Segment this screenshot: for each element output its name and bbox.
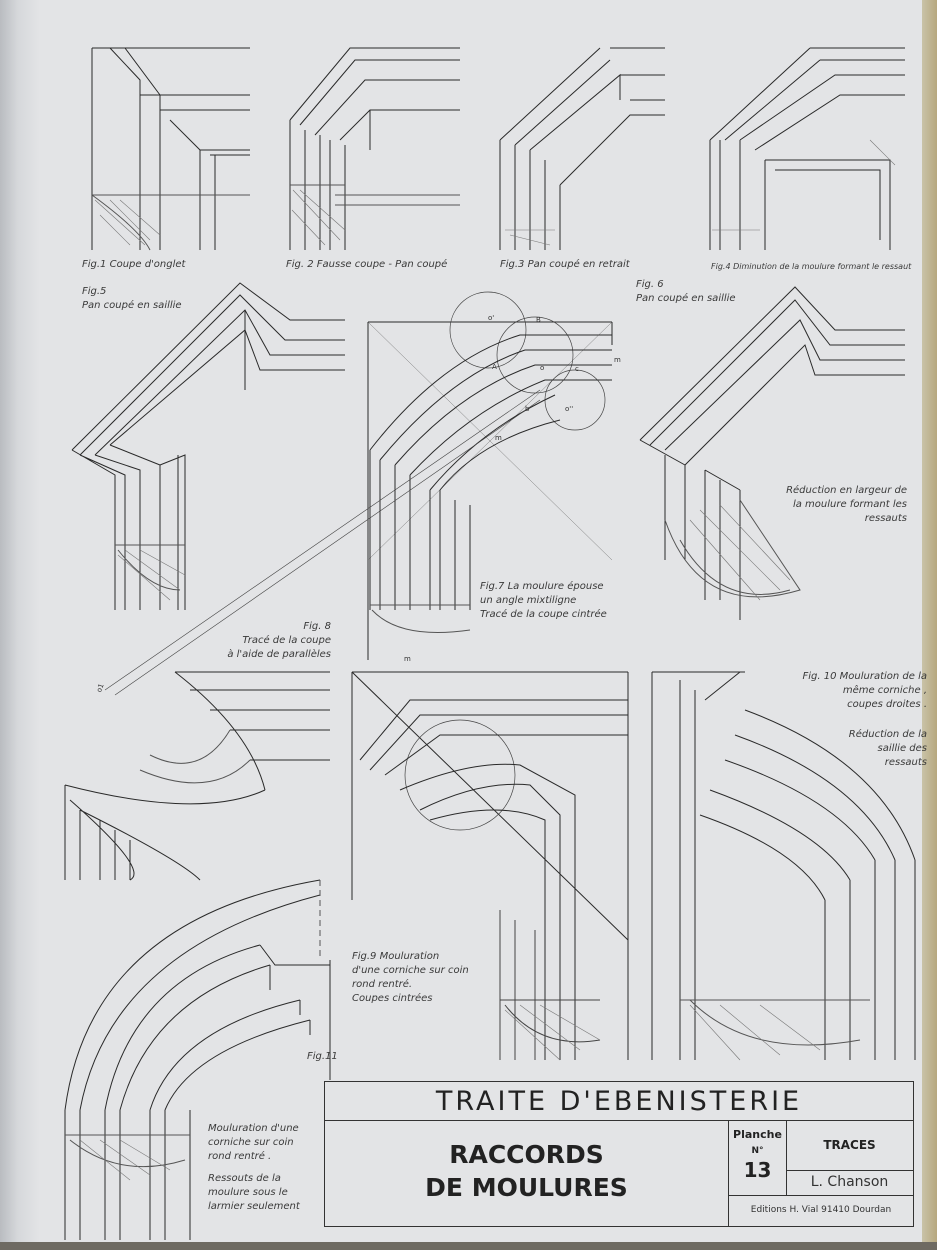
fig10-note-line: saillie des bbox=[877, 743, 928, 754]
fig11-caption: Fig.11 bbox=[307, 1051, 338, 1062]
fig6-caption: Fig. 6 Pan coupé en saillie bbox=[636, 278, 736, 306]
fig7-caption: Fig.7 La moulure épouse un angle mixtili… bbox=[480, 580, 607, 622]
fig11-note-line: Mouluration d'une bbox=[208, 1123, 299, 1134]
fig5-title: Pan coupé en saillie bbox=[82, 300, 182, 311]
fig10-line: coupes droites . bbox=[847, 699, 927, 710]
author: L. Chanson bbox=[786, 1170, 913, 1196]
fig10-note: Réduction de la saillie des ressauts bbox=[849, 728, 927, 770]
section-label: TRACES bbox=[786, 1120, 913, 1171]
plate-number-cell: Planche N° 13 bbox=[729, 1120, 787, 1196]
fig11-note-line: larmier seulement bbox=[208, 1201, 300, 1212]
fig8-line: Tracé de la coupe bbox=[242, 635, 331, 646]
plate-title: RACCORDS DE MOULURES bbox=[325, 1120, 729, 1226]
table-surface bbox=[0, 1242, 937, 1250]
fig10-note-line: ressauts bbox=[884, 757, 927, 768]
fig11-note-line: moulure sous le bbox=[208, 1187, 288, 1198]
fig7-line: un angle mixtiligne bbox=[480, 595, 577, 606]
book-gutter bbox=[0, 0, 40, 1250]
fig7-line: Tracé de la coupe cintrée bbox=[480, 609, 607, 620]
fig11-note-line: Ressouts de la bbox=[208, 1173, 281, 1184]
fig11-note: Mouluration d'une corniche sur coin rond… bbox=[208, 1122, 300, 1214]
fig7-line: Fig.7 La moulure épouse bbox=[480, 581, 604, 592]
fig9-drawing bbox=[351, 671, 629, 1061]
fig10-note-line: Réduction de la bbox=[848, 729, 927, 740]
plate-title-line2: DE MOULURES bbox=[425, 1173, 628, 1202]
plate-title-line1: RACCORDS bbox=[449, 1140, 604, 1169]
fig8-line: à l'aide de parallèles bbox=[227, 649, 331, 660]
fig3-drawing bbox=[499, 47, 665, 250]
spacer bbox=[208, 1164, 300, 1172]
title-block: TRAITE D'EBENISTERIE RACCORDS DE MOULURE… bbox=[324, 1081, 914, 1227]
fig6-title: Pan coupé en saillie bbox=[636, 293, 736, 304]
fig7-point: B bbox=[536, 316, 541, 324]
fig10-caption: Fig. 10 Mouluration de la même corniche … bbox=[803, 670, 928, 712]
page-edge bbox=[922, 0, 937, 1250]
fig6-note-line: la moulure formant les bbox=[792, 499, 907, 510]
fig9-line: Coupes cintrées bbox=[352, 993, 433, 1004]
fig11-note-line: corniche sur coin bbox=[208, 1137, 294, 1148]
fig10-drawing bbox=[651, 671, 916, 1061]
series-title: TRAITE D'EBENISTERIE bbox=[325, 1082, 913, 1121]
fig11-drawing bbox=[64, 879, 331, 1240]
publisher: Editions H. Vial 91410 Dourdan bbox=[750, 1205, 892, 1215]
fig7-point: A bbox=[492, 363, 497, 371]
fig6-note-line: ressauts bbox=[864, 513, 907, 524]
fig4-drawing bbox=[709, 47, 905, 250]
fig7-point: b bbox=[525, 405, 530, 413]
number-label: N° bbox=[751, 1146, 764, 1156]
fig7-point: m bbox=[495, 434, 502, 442]
fig6-number: Fig. 6 bbox=[636, 279, 664, 290]
fig6-note: Réduction en largeur de la moulure forma… bbox=[786, 484, 907, 526]
fig7-point: m bbox=[404, 655, 411, 663]
fig7-point: o bbox=[540, 364, 545, 372]
fig5-number: Fig.5 bbox=[82, 286, 107, 297]
fig7-point: o'' bbox=[565, 405, 574, 413]
fig5-drawing bbox=[71, 282, 345, 610]
fig3-caption: Fig.3 Pan coupé en retrait bbox=[500, 259, 630, 270]
fig5-caption: Fig.5 Pan coupé en saillie bbox=[82, 285, 182, 313]
fig9-line: d'une corniche sur coin bbox=[352, 965, 469, 976]
plate-number: 13 bbox=[743, 1158, 772, 1182]
fig9-line: Fig.9 Mouluration bbox=[352, 951, 440, 962]
fig9-line: rond rentré. bbox=[352, 979, 413, 990]
fig10-line: Fig. 10 Mouluration de la bbox=[802, 671, 928, 682]
fig6-drawing bbox=[639, 286, 905, 620]
fig6-note-line: Réduction en largeur de bbox=[786, 485, 907, 496]
fig7-point: m bbox=[614, 356, 621, 364]
fig1-drawing bbox=[91, 47, 250, 251]
fig9-caption: Fig.9 Mouluration d'une corniche sur coi… bbox=[352, 950, 469, 1006]
fig8-number: Fig. 8 bbox=[303, 621, 331, 632]
fig8-caption: Fig. 8 Tracé de la coupe à l'aide de par… bbox=[227, 620, 331, 662]
fig2-drawing bbox=[289, 47, 460, 250]
fig4-caption: Fig.4 Diminution de la moulure formant l… bbox=[711, 262, 912, 271]
fig11-note-line: rond rentré . bbox=[208, 1151, 272, 1162]
fig8-drawing bbox=[64, 671, 330, 881]
fig1-caption: Fig.1 Coupe d'onglet bbox=[82, 259, 186, 270]
fig7-point: o' bbox=[488, 314, 495, 322]
fig2-caption: Fig. 2 Fausse coupe - Pan coupé bbox=[286, 259, 448, 270]
fig7-point: c bbox=[575, 365, 579, 373]
fig7-drawing bbox=[104, 291, 613, 696]
planche-label: Planche bbox=[733, 1128, 782, 1141]
fig10-line: même corniche , bbox=[842, 685, 927, 696]
